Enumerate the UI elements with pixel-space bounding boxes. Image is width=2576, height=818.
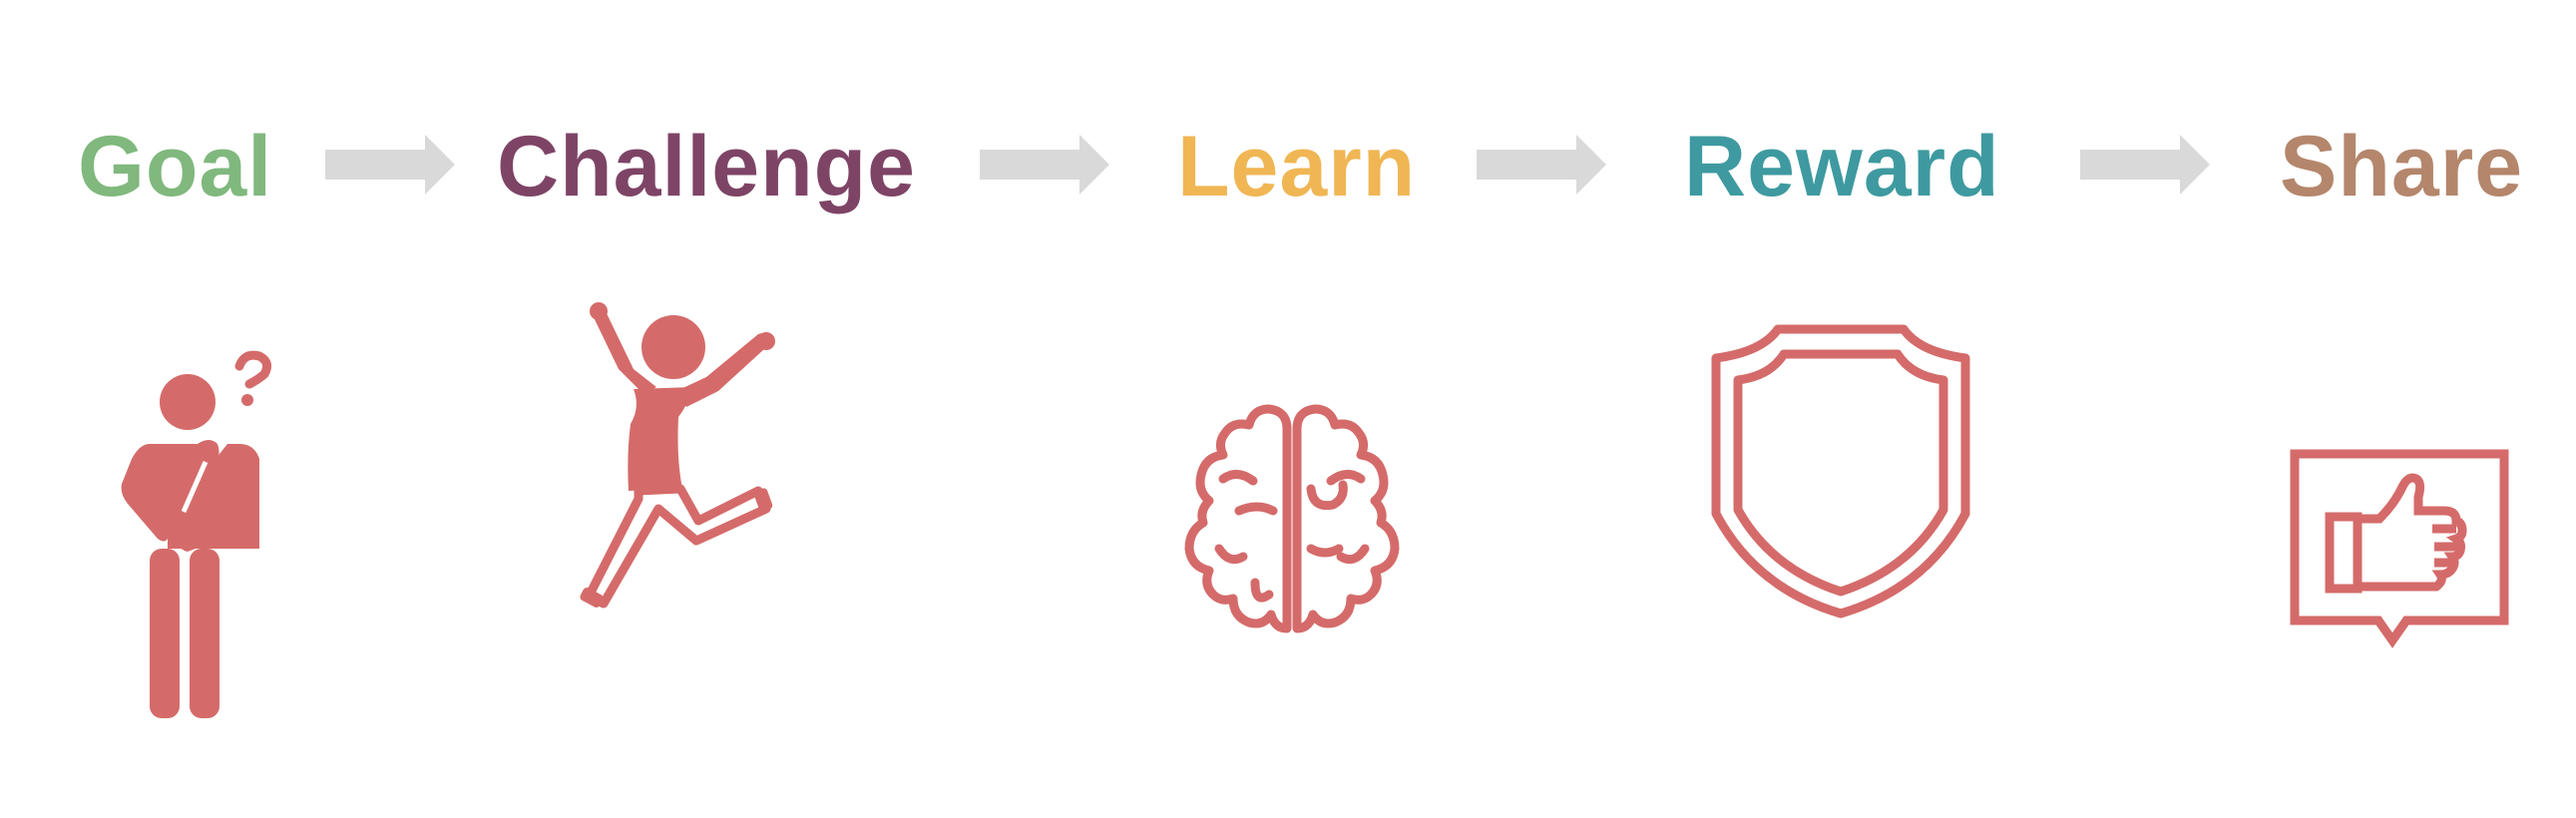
arrow-right-icon <box>325 135 455 195</box>
arrow-right-icon <box>980 135 1109 195</box>
brain-icon <box>1167 399 1417 688</box>
stage-label-share: Share <box>2280 119 2524 214</box>
arrow-right-icon <box>1477 135 1606 195</box>
stage-label-reward: Reward <box>1684 119 2000 214</box>
arrow-right-icon <box>2080 135 2210 195</box>
person-jumping-icon <box>559 299 808 638</box>
stage-label-challenge: Challenge <box>497 119 916 214</box>
person-question-icon <box>110 344 289 733</box>
shield-badge-icon <box>1706 324 1975 633</box>
stage-label-learn: Learn <box>1177 119 1417 214</box>
thumbs-up-speech-icon <box>2285 449 2514 658</box>
stage-label-goal: Goal <box>78 119 273 214</box>
